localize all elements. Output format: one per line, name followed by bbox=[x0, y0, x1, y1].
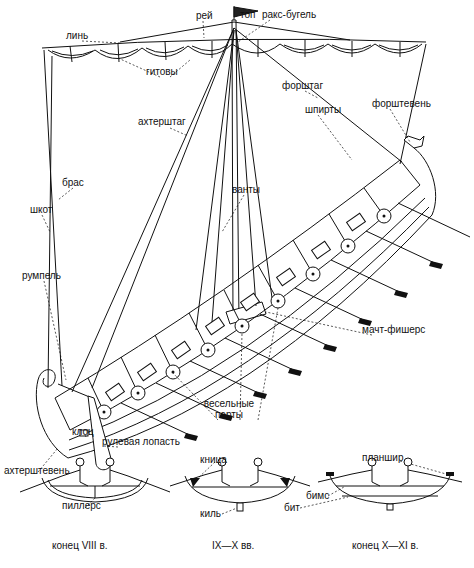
shields bbox=[103, 215, 386, 414]
leader-lines bbox=[38, 20, 410, 472]
leader-lines bbox=[85, 461, 446, 514]
sea-chests bbox=[206, 317, 225, 334]
part-label: линь bbox=[66, 30, 88, 41]
part-label: клоц bbox=[72, 426, 94, 437]
part-label: киль bbox=[200, 508, 221, 519]
part-label: гитовы bbox=[146, 66, 178, 77]
section-ix-x bbox=[190, 478, 290, 487]
section-ix-x bbox=[237, 503, 243, 511]
yard-and-sail bbox=[52, 45, 418, 56]
part-label: планшир bbox=[362, 452, 404, 463]
section-x-xi bbox=[318, 458, 462, 510]
part-label: ахтерштевень bbox=[4, 465, 70, 476]
part-label: румпель bbox=[22, 270, 61, 281]
rigging bbox=[48, 56, 52, 388]
pennant bbox=[234, 6, 258, 22]
section-viii bbox=[106, 458, 114, 466]
hull bbox=[55, 160, 420, 430]
section-ix-x bbox=[185, 476, 295, 503]
part-label: ванты bbox=[232, 184, 260, 195]
part-label: кница bbox=[200, 454, 227, 465]
sea-chests bbox=[172, 341, 191, 358]
hull bbox=[68, 215, 432, 458]
part-label: ракс-бугель bbox=[262, 9, 316, 20]
oars bbox=[121, 203, 470, 438]
sea-chests bbox=[106, 213, 366, 400]
part-label: пиллерс bbox=[62, 500, 101, 511]
part-label: шкот bbox=[30, 204, 52, 215]
section-x-xi bbox=[387, 504, 393, 510]
shields bbox=[97, 209, 391, 419]
part-label: форштевень bbox=[372, 98, 431, 109]
rigging bbox=[44, 22, 426, 392]
oars bbox=[121, 203, 470, 441]
oars bbox=[184, 261, 443, 441]
part-label: ахтерштаг bbox=[138, 116, 186, 127]
leader-lines bbox=[38, 20, 446, 514]
part-label: рей bbox=[196, 10, 213, 21]
section-x-xi bbox=[446, 472, 454, 476]
section-ix-x bbox=[192, 487, 288, 488]
period-caption: конец VIII в. bbox=[52, 540, 108, 551]
stern-post bbox=[36, 370, 68, 458]
part-label: топ bbox=[240, 9, 255, 20]
stern-post bbox=[36, 370, 68, 458]
sea-chests bbox=[241, 293, 260, 310]
hull bbox=[88, 188, 384, 412]
part-label: бит bbox=[284, 502, 300, 513]
sea-chests bbox=[277, 268, 296, 285]
yard-and-sail bbox=[48, 44, 422, 59]
hull bbox=[55, 160, 432, 458]
section-viii bbox=[48, 480, 142, 498]
mast bbox=[232, 20, 239, 322]
sea-chests bbox=[106, 383, 125, 400]
section-x-xi bbox=[330, 476, 450, 504]
rigging bbox=[120, 22, 350, 42]
hull bbox=[70, 185, 420, 430]
part-label: форштаг bbox=[282, 80, 323, 91]
section-x-xi bbox=[326, 472, 334, 476]
part-label: весельные порты bbox=[198, 398, 260, 420]
section-viii bbox=[42, 478, 148, 502]
hull bbox=[55, 160, 400, 398]
steering-oar bbox=[58, 384, 112, 470]
section-x-xi bbox=[318, 466, 462, 486]
steering-oar bbox=[58, 384, 92, 398]
sea-chests bbox=[312, 241, 331, 258]
period-caption: конец X—XI в. bbox=[352, 540, 419, 551]
section-viii bbox=[76, 458, 84, 466]
section-x-xi bbox=[404, 458, 412, 466]
part-label: рулевая лопасть bbox=[102, 436, 180, 447]
part-label: шпирты bbox=[305, 104, 341, 115]
part-label: мачт-фишерс bbox=[362, 324, 425, 335]
stem-post bbox=[414, 148, 436, 215]
stem-post bbox=[404, 136, 436, 215]
part-label: бимс bbox=[306, 490, 329, 501]
rigging bbox=[196, 30, 272, 330]
rigging bbox=[44, 44, 426, 386]
section-ix-x bbox=[254, 458, 262, 466]
part-label: брас bbox=[62, 177, 84, 188]
section-x-xi bbox=[336, 486, 444, 496]
section-ix-x bbox=[170, 466, 310, 486]
section-viii bbox=[20, 458, 170, 502]
period-caption: IX—X вв. bbox=[212, 540, 254, 551]
stem-post bbox=[404, 136, 424, 148]
section-viii bbox=[50, 486, 140, 498]
hull bbox=[69, 207, 429, 450]
sea-chests bbox=[347, 213, 366, 230]
yard-and-sail bbox=[42, 39, 426, 62]
sea-chests bbox=[138, 363, 157, 380]
rigging bbox=[234, 28, 402, 162]
